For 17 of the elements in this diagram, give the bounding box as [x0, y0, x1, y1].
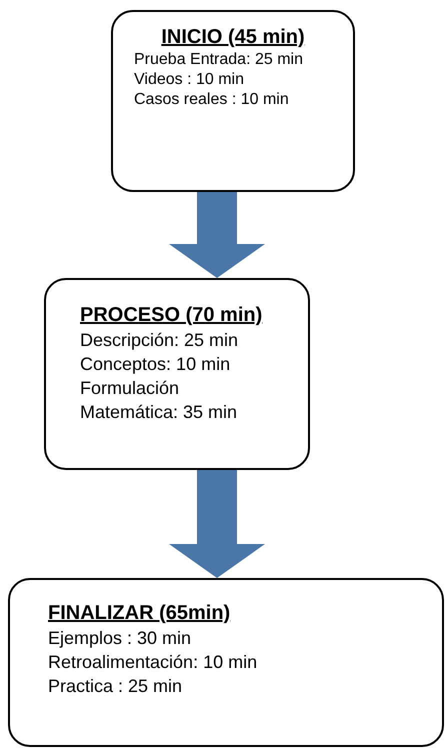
time-item: Ejemplos : 30 min — [47, 627, 192, 650]
time-item: Retroalimentación: 10 min — [47, 651, 258, 674]
time-item: Formulación Matemática: 35 min — [79, 377, 238, 424]
box-heading: INICIO (45 min) — [160, 25, 306, 50]
box-heading: FINALIZAR (65min) — [47, 601, 232, 626]
block-arrow — [169, 192, 265, 278]
time-item: Casos reales : 10 min — [133, 90, 290, 110]
block-arrow — [169, 470, 265, 578]
time-item: Prueba Entrada: 25 min — [133, 50, 304, 70]
rounded-box — [44, 278, 310, 470]
rounded-box — [8, 578, 444, 747]
time-item: Conceptos: 10 min — [79, 353, 232, 376]
time-item: Videos : 10 min — [133, 70, 245, 90]
rounded-box — [111, 10, 355, 192]
box-heading: PROCESO (70 min) — [79, 303, 264, 328]
time-item: Practica : 25 min — [47, 675, 184, 698]
time-item: Descripción: 25 min — [79, 329, 240, 352]
